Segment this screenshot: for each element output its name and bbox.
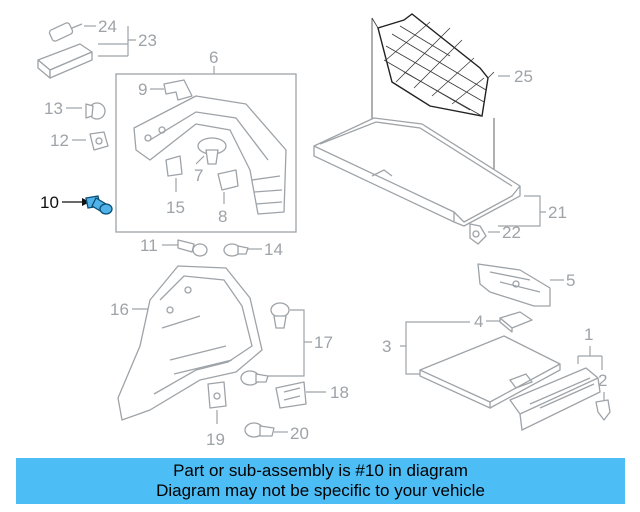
part-16-side-trim <box>117 265 263 421</box>
callout-6: 6 <box>209 48 218 67</box>
part-25-cargo-net <box>371 13 495 178</box>
part-22-hook <box>469 223 487 245</box>
callout-22: 22 <box>502 223 521 242</box>
part-7-clip <box>197 137 227 165</box>
info-banner: Part or sub-assembly is #10 in diagram D… <box>16 458 625 504</box>
part-1-sill-plate <box>509 367 601 431</box>
leader-3 <box>400 321 470 375</box>
leader-1 <box>577 346 603 370</box>
callout-15: 15 <box>166 198 185 217</box>
part-19-cover <box>207 381 227 409</box>
callout-11: 11 <box>140 236 158 255</box>
callout-8: 8 <box>218 207 227 226</box>
part-8-clip <box>217 169 239 191</box>
part-4-pad <box>499 311 533 333</box>
callout-7: 7 <box>194 166 203 185</box>
part-13-clip <box>85 102 106 120</box>
callout-2: 2 <box>598 371 607 390</box>
part-9-clip <box>163 79 193 101</box>
part-14-clip <box>223 243 249 257</box>
part-12-nut <box>89 131 109 151</box>
callout-17: 17 <box>314 333 333 352</box>
callout-21: 21 <box>548 203 567 222</box>
part-20-clip <box>244 422 275 438</box>
banner-line-2: Diagram may not be specific to your vehi… <box>156 481 485 500</box>
callout-24: 24 <box>98 17 117 36</box>
callout-18: 18 <box>330 383 349 402</box>
leader-23 <box>98 26 136 57</box>
callout-14: 14 <box>264 240 283 259</box>
part-5-tray-bracket <box>477 263 551 307</box>
leader-21 <box>498 195 546 227</box>
callout-16: 16 <box>110 300 129 319</box>
group-box-6 <box>115 73 297 233</box>
callout-19: 19 <box>206 430 225 449</box>
callout-1: 1 <box>584 325 593 344</box>
callout-23: 23 <box>138 31 157 50</box>
callout-25: 25 <box>514 67 533 86</box>
part-10-bolt <box>85 195 113 215</box>
callout-9: 9 <box>138 80 147 99</box>
callout-10: 10 <box>40 193 59 212</box>
leader-10 <box>62 198 90 206</box>
part-21-cargo-cover <box>313 117 521 227</box>
part-3-floor-board <box>419 335 561 410</box>
leader-17 <box>268 309 312 377</box>
part-6-bracket <box>133 95 287 215</box>
parts-diagram: 24 23 13 12 10 6 9 <box>37 13 611 449</box>
callout-12: 12 <box>50 131 69 150</box>
part-2-clip <box>595 399 611 421</box>
part-15-clip <box>165 155 183 177</box>
part-24-bulb <box>48 22 83 42</box>
callout-13: 13 <box>44 99 63 118</box>
callout-20: 20 <box>290 424 309 443</box>
part-23-lamp <box>37 43 93 79</box>
banner-line-1: Part or sub-assembly is #10 in diagram <box>173 461 468 480</box>
callout-4: 4 <box>474 312 483 331</box>
leader-7 <box>195 155 205 165</box>
part-18-clip <box>275 381 307 409</box>
part-17-clip-b <box>240 370 269 386</box>
callout-3: 3 <box>382 337 391 356</box>
part-17-clip-a <box>270 302 290 329</box>
callout-5: 5 <box>566 271 575 290</box>
part-11-screw <box>177 239 208 257</box>
